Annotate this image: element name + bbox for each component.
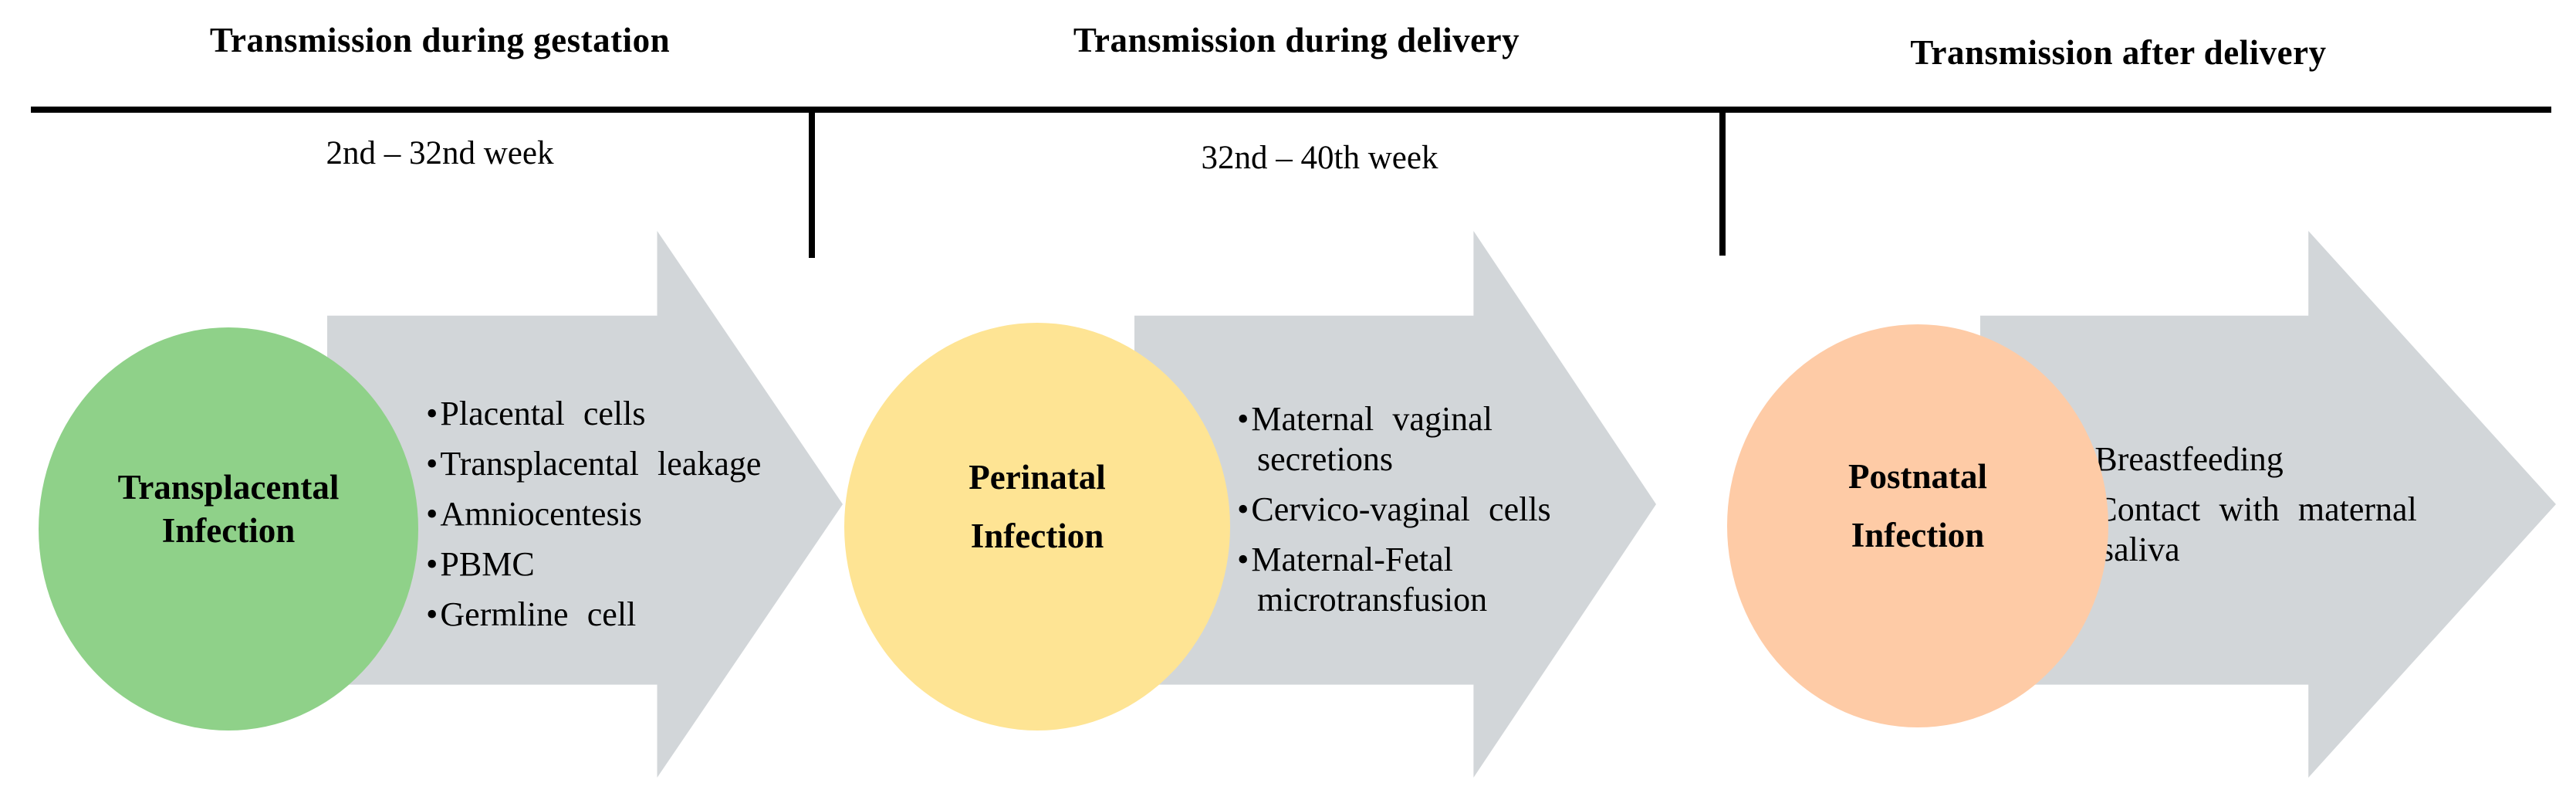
phase-title-gestation: Transmission during gestation xyxy=(209,21,671,59)
phase-title-delivery: Transmission during delivery xyxy=(1073,21,1520,59)
timeline-divider-1 xyxy=(809,113,815,258)
circle-label: Perinatal Infection xyxy=(969,458,1105,556)
circle-transplacental-infection: Transplacental Infection xyxy=(39,327,418,731)
route-item: Maternal vaginal secretions xyxy=(1237,399,1646,480)
circle-label: Transplacental Infection xyxy=(118,468,340,550)
circle-label-line1: Postnatal xyxy=(1848,456,1987,496)
circle-perinatal-infection: Perinatal Infection xyxy=(844,323,1230,731)
circle-label-line1: Transplacental xyxy=(117,468,340,507)
timeline-divider-2 xyxy=(1719,113,1726,256)
circle-label-line2: Infection xyxy=(161,510,296,550)
circle-postnatal-infection: Postnatal Infection xyxy=(1727,324,2108,727)
route-list-gestation: Placental cells Transplacental leakage A… xyxy=(426,394,866,645)
route-item: PBMC xyxy=(426,544,866,585)
circle-label-line2: Infection xyxy=(1851,516,1985,554)
route-list-delivery: Maternal vaginal secretions Cervico-vagi… xyxy=(1237,399,1646,630)
circle-label: Postnatal Infection xyxy=(1848,457,1987,555)
period-label-gestation: 2nd – 32nd week xyxy=(326,135,554,171)
route-item: Germline cell xyxy=(426,595,866,635)
phase-title-after-delivery: Transmission after delivery xyxy=(1910,33,2327,72)
circle-label-line1: Perinatal xyxy=(969,457,1106,497)
period-label-delivery: 32nd – 40th week xyxy=(1201,140,1438,176)
route-list-postnatal: Breastfeeding Contact with maternal sali… xyxy=(2081,439,2513,580)
circle-label-line2: Infection xyxy=(970,517,1104,555)
route-item: Cervico-vaginal cells xyxy=(1237,490,1646,530)
route-item: Contact with maternal saliva xyxy=(2081,490,2513,570)
route-item: Amniocentesis xyxy=(426,494,866,534)
route-item: Maternal-Fetal microtransfusion xyxy=(1237,540,1646,620)
route-item: Placental cells xyxy=(426,394,866,434)
route-item: Transplacental leakage xyxy=(426,444,866,484)
route-item: Breastfeeding xyxy=(2081,439,2513,480)
timeline-horizontal-rule xyxy=(31,107,2551,113)
